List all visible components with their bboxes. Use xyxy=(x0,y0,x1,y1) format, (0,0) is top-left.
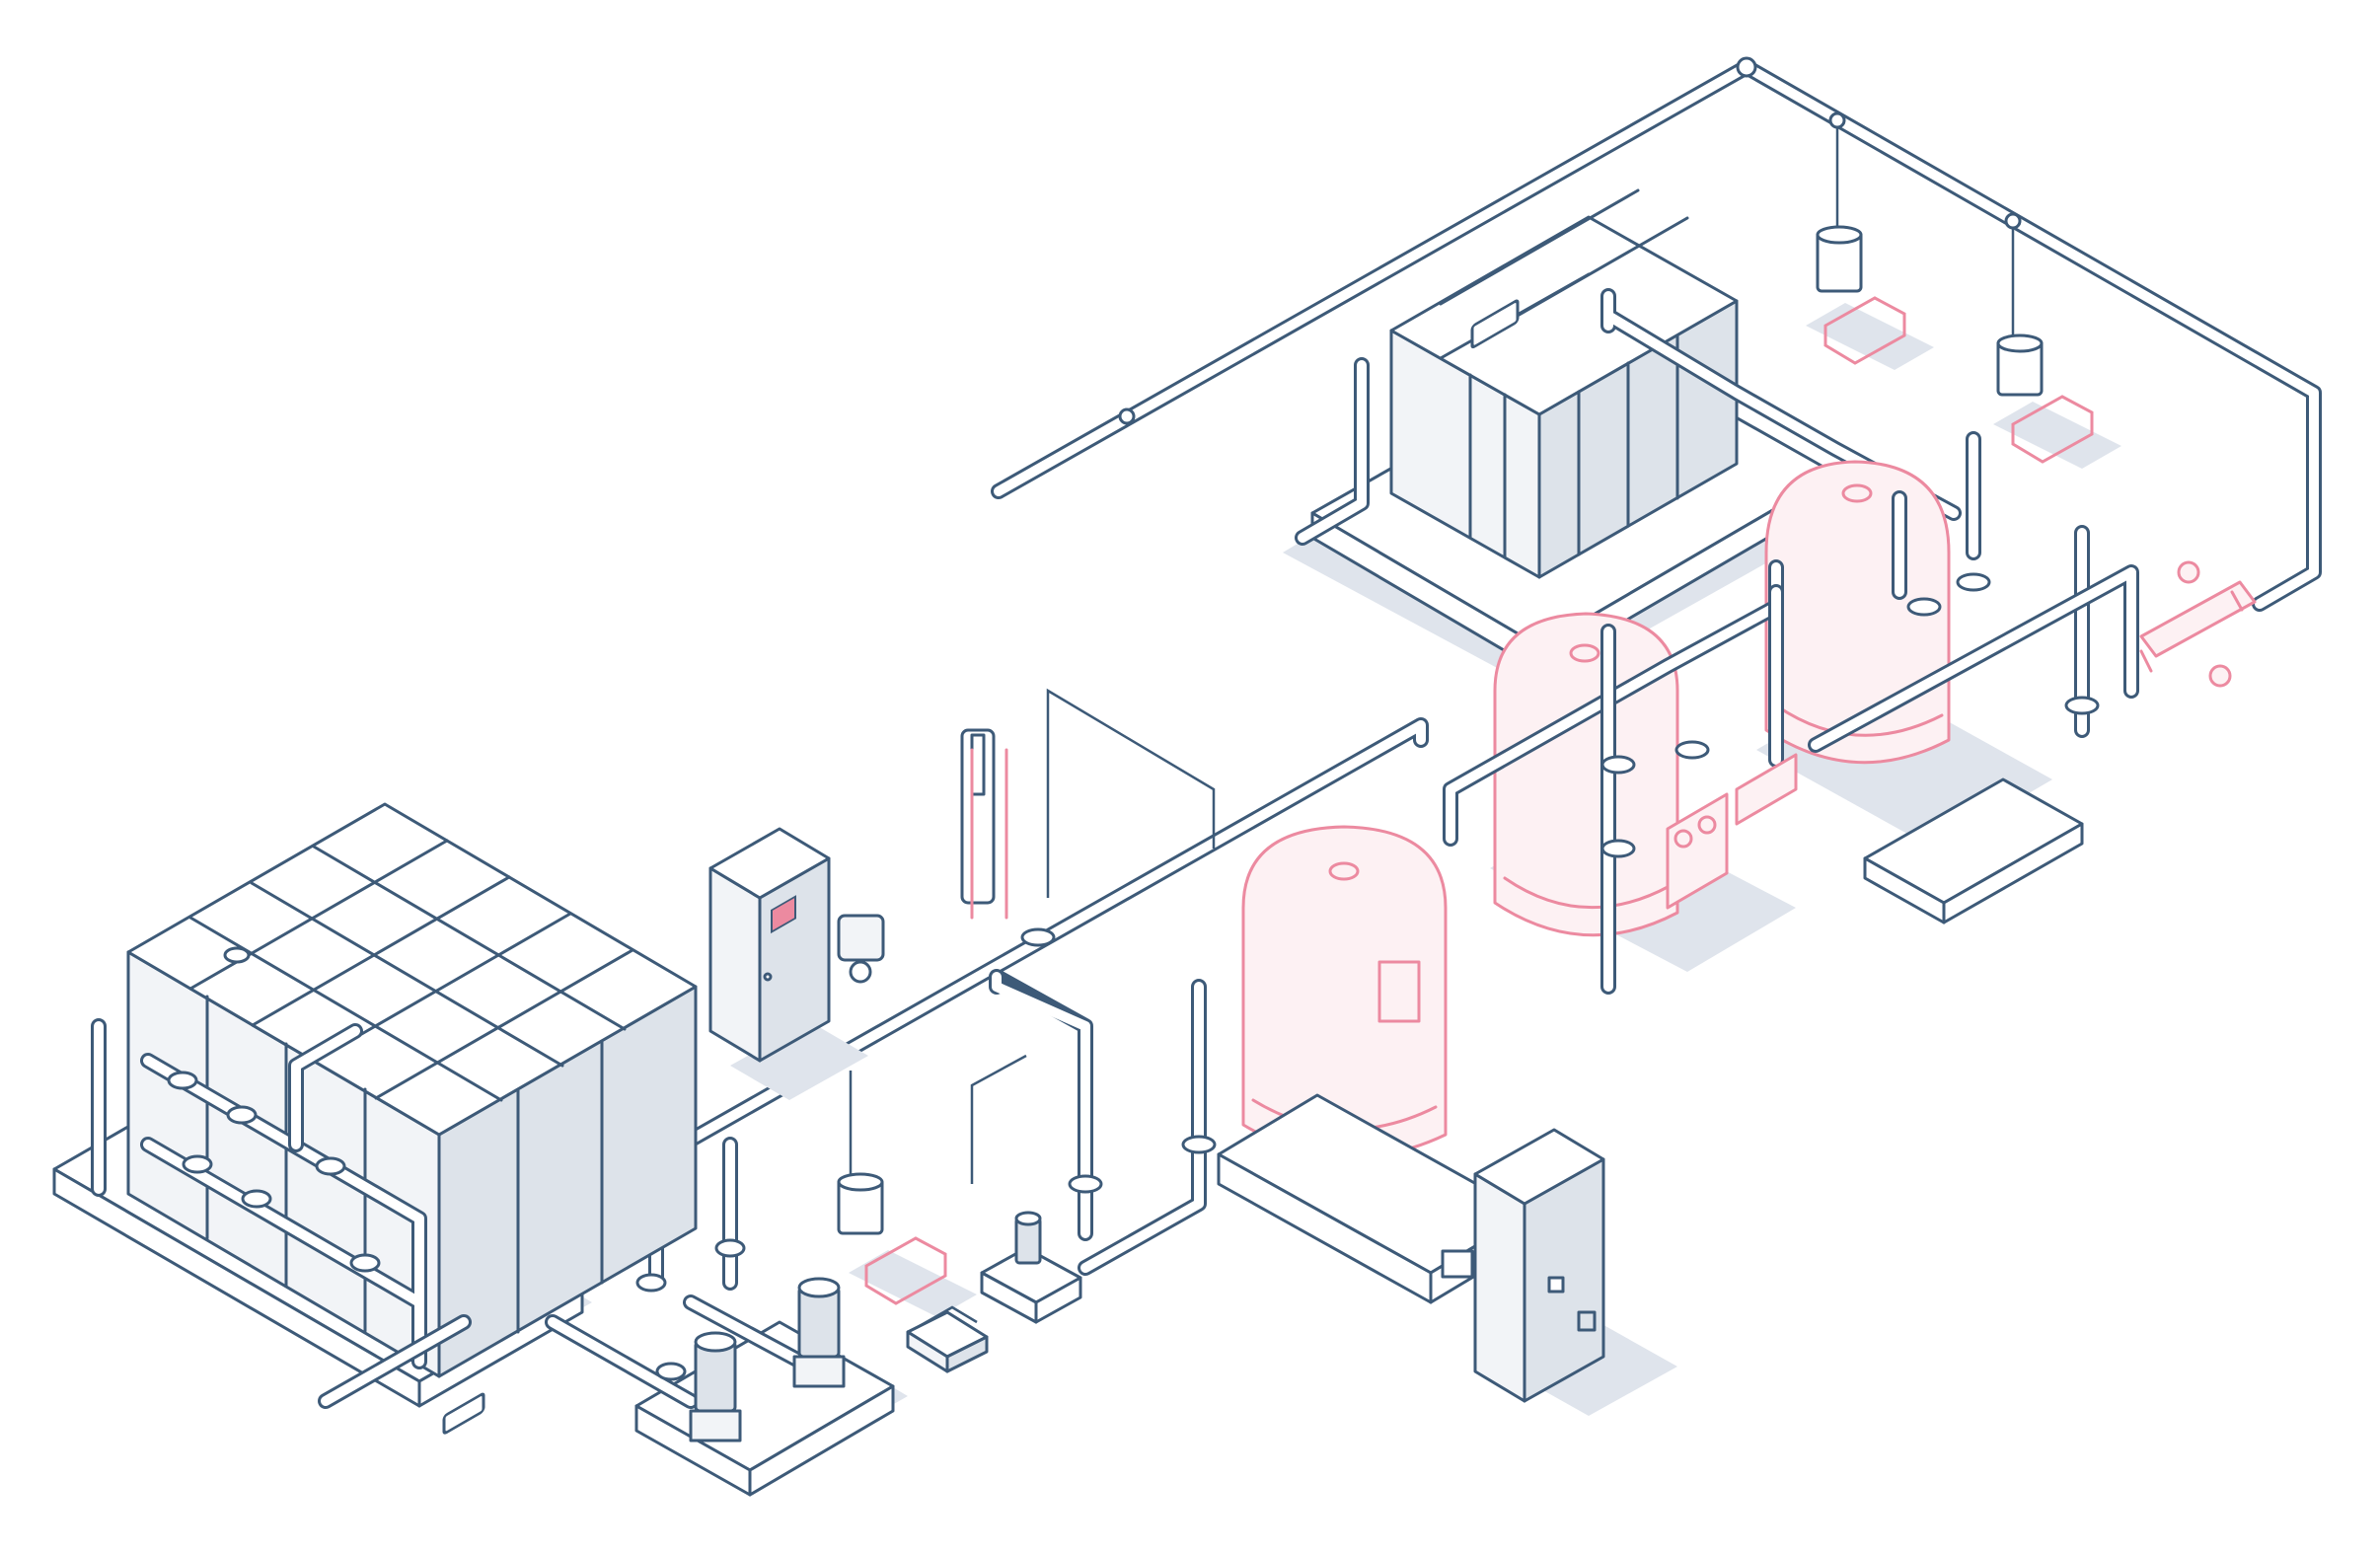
filter-column xyxy=(960,688,1216,920)
right-skid xyxy=(1863,777,2084,924)
dosing-unit-2 xyxy=(1993,227,2121,469)
small-pump-skid xyxy=(970,1054,1082,1324)
dosing-unit-3 xyxy=(837,1071,977,1317)
dosing-unit-1 xyxy=(1806,128,1934,370)
small-pump-left xyxy=(837,914,885,984)
electrical-cabinet-right xyxy=(1441,1128,1677,1416)
gauge-panels xyxy=(1666,753,1798,910)
robot-cleaner xyxy=(906,1305,989,1373)
storage-tank-large xyxy=(52,802,698,1435)
overhead-pipe-loop xyxy=(991,56,2322,612)
electrical-cabinet-left xyxy=(708,827,868,1100)
uv-steriliser xyxy=(2139,560,2257,688)
main-pipe-run xyxy=(648,431,2139,1291)
booster-pump-set xyxy=(545,1137,908,1497)
pipe-flanges xyxy=(1020,572,2100,1194)
